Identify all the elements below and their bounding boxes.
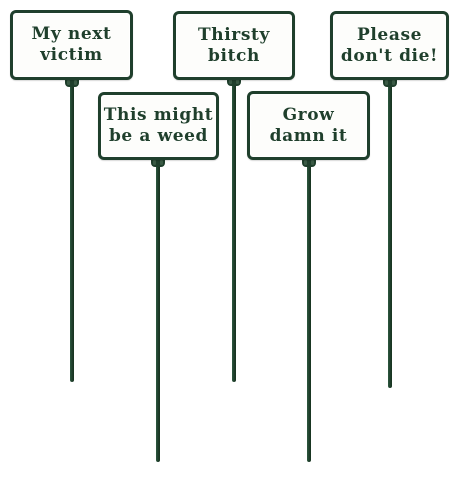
marker-sign: Grow damn it xyxy=(247,91,370,160)
marker-sign: Thirsty bitch xyxy=(173,11,295,80)
marker-sign: My next victim xyxy=(10,10,133,80)
marker-sign: Please don't die! xyxy=(330,11,449,80)
marker-sign-text: Please don't die! xyxy=(340,24,439,66)
marker-sign-text: Grow damn it xyxy=(269,104,348,146)
marker-sign: This might be a weed xyxy=(98,92,219,160)
marker-sign-text: Thirsty bitch xyxy=(198,24,270,66)
marker-stake xyxy=(307,166,311,462)
marker-bracket xyxy=(227,77,241,86)
marker-sign-text: My next victim xyxy=(31,24,112,65)
marker-bracket xyxy=(383,78,397,87)
marker-sign-text: This might be a weed xyxy=(103,105,214,146)
marker-stake xyxy=(70,86,74,382)
marker-stake xyxy=(232,86,236,382)
marker-bracket xyxy=(65,78,79,87)
marker-stake xyxy=(388,86,392,388)
marker-bracket xyxy=(151,158,165,167)
marker-stake xyxy=(156,166,160,462)
marker-bracket xyxy=(302,158,316,167)
